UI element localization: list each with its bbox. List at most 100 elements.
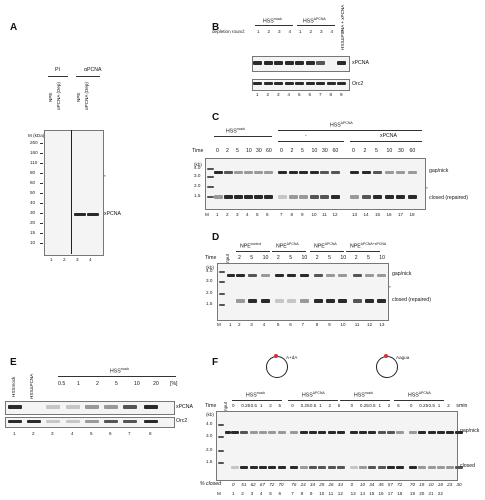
panel-e-band-orc2 (8, 420, 22, 423)
panel-e-pct-label: [%] (170, 381, 178, 387)
panel-a-mw-tick (40, 223, 43, 224)
panel-a-mw-tick (40, 163, 43, 164)
panel-c-ladder-band (207, 186, 214, 188)
panel-d-marker-3.0: 3.0 (206, 278, 213, 283)
panel-d-time: 5 (250, 255, 254, 261)
panel-c-ladder-band (207, 196, 214, 198)
panel-f-band-closed (258, 466, 267, 469)
panel-b-xpcna-label: xPCNA (352, 60, 370, 66)
panel-b-lane-number: 6 (308, 92, 312, 97)
panel-a-band-xpcna-4 (87, 213, 99, 216)
panel-f-band-gapnick (240, 431, 249, 434)
panel-f-band-gapnick (308, 431, 317, 434)
panel-c-band-gapnick (299, 171, 308, 174)
panel-c-sub-minus: - (305, 133, 307, 139)
panel-f-time: 5 (278, 403, 282, 408)
panel-c-time-label: Time (192, 148, 204, 154)
panel-e-band-orc2 (104, 420, 118, 423)
panel-e-band-orc2 (85, 420, 99, 423)
panel-f-closed-value: 57 (387, 482, 393, 487)
panel-f-band-gapnick (268, 431, 277, 434)
panel-f-lane-number: 4 (259, 491, 263, 496)
panel-f-band-closed (268, 466, 277, 469)
panel-f-time: 0.25 (359, 403, 369, 408)
panel-f-time: 0.5 (250, 403, 257, 408)
panel-a-mw-tick (40, 183, 43, 184)
panel-f-closed-value: 23 (447, 482, 453, 487)
panel-f-band-gapnick (418, 431, 427, 434)
panel-c-marker-title: (kb) (194, 162, 202, 167)
panel-a-mw-50: 50 (30, 190, 36, 195)
panel-c-lane-number: 4 (246, 212, 249, 217)
panel-f-closed-value: 24 (300, 482, 306, 487)
panel-c-lane-number: 16 (386, 212, 392, 217)
panel-e-lane-number: 7 (128, 431, 131, 436)
panel-f-band-closed (308, 466, 317, 469)
panel-d-band-gapnick (299, 274, 309, 277)
panel-c-band-gapnick (361, 171, 371, 174)
panel-c-gel (205, 158, 426, 210)
panel-c-band-closed (234, 195, 243, 199)
panel-a-mw-tick (40, 143, 43, 144)
panel-d-band-gapnick (326, 274, 336, 277)
panel-e-percent: 10 (134, 381, 140, 387)
panel-c-time: 10 (246, 148, 252, 154)
panel-c-lane-number: 5 (256, 212, 259, 217)
panel-c-band-gapnick (264, 171, 273, 174)
panel-c-band-gapnick (396, 171, 405, 174)
panel-e-lane-number: 1 (13, 431, 16, 436)
panel-f-group: HSSmock (246, 391, 266, 399)
panel-e-band-xpcna (66, 405, 80, 409)
panel-f-closed-value: 30 (456, 482, 462, 487)
panel-c-gapnick: gap/nick (429, 168, 449, 174)
panel-c-band-gapnick (373, 171, 382, 174)
panel-f-band-closed (327, 466, 336, 469)
panel-c-time: 30 (256, 148, 262, 154)
panel-d-group-rule (310, 251, 344, 252)
panel-f-closed-value: 10 (428, 482, 434, 487)
panel-f-lane-number: 12 (337, 491, 343, 496)
panel-c-band-gapnick (234, 171, 243, 174)
panel-f-gapnick: gap/nick (460, 428, 480, 434)
panel-f-lane-number: 1 (232, 491, 235, 496)
panel-c-lane-number: 13 (352, 212, 358, 217)
panel-f-band-gapnick (408, 431, 417, 434)
panel-f-group: HSSΔPCNA (302, 391, 325, 399)
panel-b-band-xpcna (295, 61, 304, 65)
panel-c-lane-number: 11 (322, 212, 327, 217)
panel-a-star: * (104, 174, 106, 179)
panel-c-marker-2.0: 2.0 (194, 183, 201, 188)
panel-b-group-mock: HSSmock (263, 17, 283, 25)
panel-b-lane-number: 5 (298, 92, 301, 97)
panel-d-band-gapnick (274, 274, 284, 277)
panel-f-ladder-band (218, 436, 224, 438)
panel-b-round: 1 (257, 29, 260, 34)
panel-f-time: 5 (456, 403, 459, 408)
panel-a-mw-tick (40, 213, 43, 214)
panel-c-group-mock: HSSmock (226, 127, 246, 135)
panel-f-band-gapnick (446, 431, 455, 434)
panel-d-marker-2.0: 2.0 (206, 290, 213, 295)
panel-b-band-xpcna (305, 61, 315, 65)
panel-d-marker-4.0: 4.0 (206, 268, 213, 273)
panel-d-band-gapnick (313, 274, 323, 277)
panel-c-band-closed (299, 195, 308, 199)
panel-a-mw-title: M (kDa) (28, 133, 45, 138)
panel-f-ladder-band (218, 462, 224, 464)
panel-b-lane-number: 1 (256, 92, 259, 97)
panel-c-lane-number: 8 (290, 212, 294, 217)
panel-c-star: * (426, 186, 428, 191)
panel-d-time: 2 (354, 255, 358, 261)
panel-c-band-closed (264, 195, 273, 199)
panel-f-time: 0.5 (369, 403, 376, 408)
panel-f-time: 0.5 (428, 403, 435, 408)
panel-a-mw-tick (40, 153, 43, 154)
panel-c-time: 10 (386, 148, 393, 154)
panel-d-time: 10 (301, 255, 308, 261)
panel-f-band-gapnick (336, 431, 345, 434)
panel-f-group: HSSmock (354, 391, 374, 399)
lesion-dot-2-icon (384, 354, 388, 358)
panel-d-lane-number: 6 (289, 322, 292, 327)
panel-d-marker-1.5: 1.5 (206, 301, 213, 306)
panel-e-lane-number: 8 (149, 431, 152, 436)
